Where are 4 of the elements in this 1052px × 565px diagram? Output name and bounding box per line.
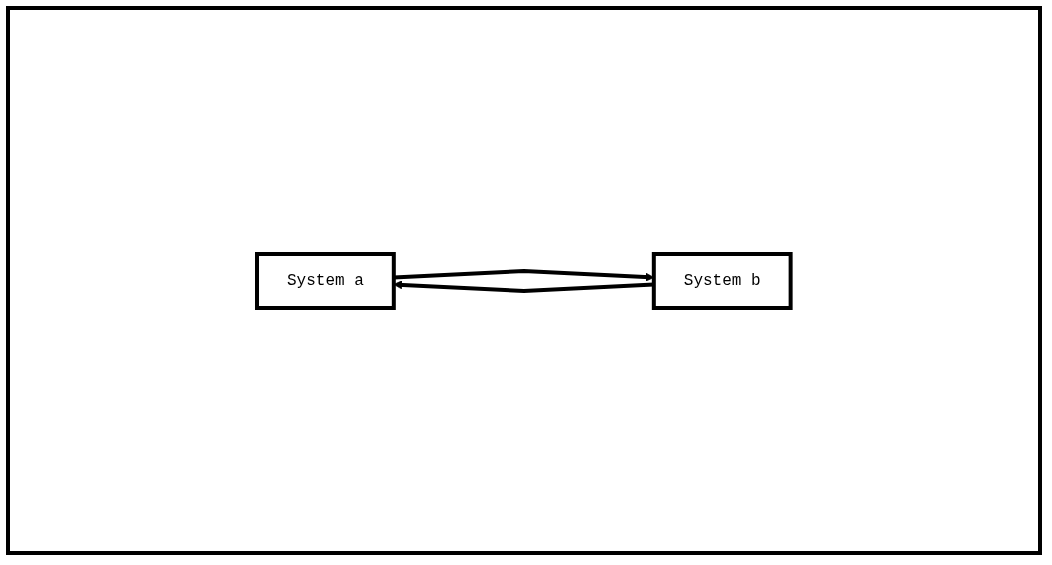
node-box <box>255 251 396 310</box>
frame-border: System a System b <box>6 6 1042 555</box>
arrow <box>393 268 655 282</box>
node-box <box>652 251 793 310</box>
